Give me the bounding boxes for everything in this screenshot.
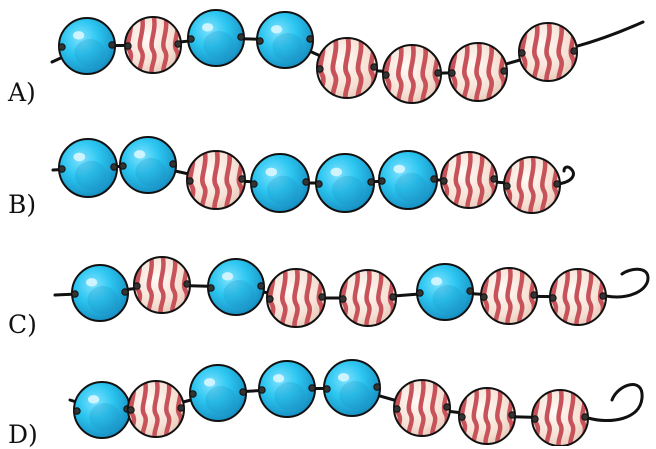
- bead-string-d: [68, 359, 644, 446]
- blue-bead: [256, 11, 314, 69]
- striped-bead: [549, 268, 607, 326]
- striped-bead: [382, 44, 442, 104]
- striped-bead: [339, 269, 397, 327]
- striped-bead: [458, 387, 516, 445]
- thread-end-tail: [572, 20, 645, 49]
- blue-bead: [189, 364, 247, 422]
- thread-end-loop: [604, 267, 650, 299]
- blue-bead: [315, 153, 375, 213]
- blue-bead: [323, 359, 381, 417]
- bead-string-b: [51, 136, 575, 214]
- striped-bead: [133, 256, 191, 314]
- blue-bead: [71, 264, 129, 322]
- blue-bead: [73, 381, 131, 439]
- option-b-label: B): [8, 190, 37, 219]
- option-a-label: A): [8, 78, 36, 107]
- striped-bead: [316, 37, 378, 99]
- thread-end-big-loop: [586, 383, 644, 422]
- striped-bead: [186, 150, 246, 210]
- striped-bead: [393, 379, 451, 437]
- blue-bead: [258, 360, 316, 418]
- striped-bead: [518, 22, 578, 82]
- blue-bead: [119, 136, 177, 194]
- striped-bead: [531, 389, 589, 446]
- striped-bead: [127, 380, 185, 438]
- blue-bead: [416, 263, 474, 321]
- blue-bead: [58, 138, 118, 198]
- option-c-label: C): [8, 310, 37, 339]
- blue-bead: [58, 17, 116, 75]
- striped-bead: [124, 16, 182, 74]
- blue-bead: [378, 150, 438, 210]
- blue-bead: [207, 258, 265, 316]
- blue-bead: [250, 153, 310, 213]
- bead-string-a: [50, 9, 645, 104]
- striped-bead: [448, 42, 508, 102]
- bead-string-c: [53, 256, 650, 328]
- striped-bead: [266, 268, 326, 328]
- striped-bead: [440, 151, 498, 209]
- striped-bead: [503, 156, 561, 214]
- thread-end-small-loop: [556, 165, 575, 186]
- option-d-label: D): [8, 420, 38, 449]
- striped-bead: [480, 267, 538, 325]
- blue-bead: [187, 9, 245, 67]
